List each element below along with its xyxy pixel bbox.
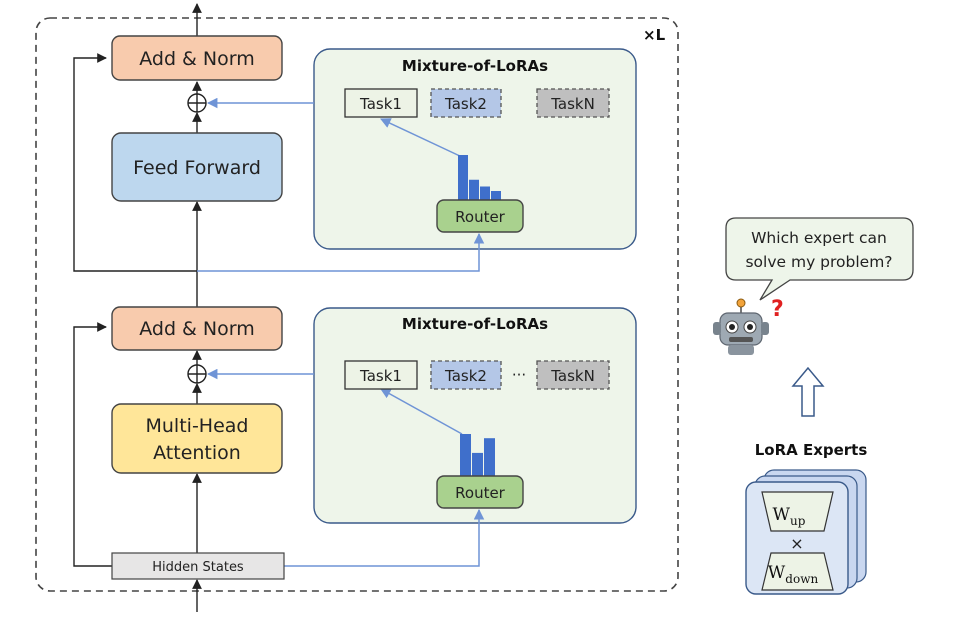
router-weight-bar	[458, 155, 468, 200]
mol-bottom-ellipsis: ···	[512, 366, 526, 384]
router-weight-bar	[491, 191, 501, 200]
residual-bottom	[73, 322, 112, 567]
attention-label-line2: Attention	[153, 442, 241, 464]
w-down-trapezoid	[761, 552, 834, 591]
mol-top-taskn	[536, 88, 610, 118]
hidden-states-label: Hidden States	[152, 560, 244, 575]
attention-label-line1: Multi-Head	[146, 415, 249, 437]
router-bottom	[436, 475, 524, 509]
lora-experts-title: LoRA Experts	[755, 441, 868, 459]
speech-bubble	[725, 217, 914, 301]
router-weight-bar	[472, 452, 483, 476]
residual-top	[73, 53, 197, 272]
router-top	[436, 199, 524, 233]
router-weight-bar	[460, 434, 471, 476]
speech-line2: solve my problem?	[745, 253, 892, 271]
repeat-count-label: ×L	[643, 26, 666, 44]
mol-top-title: Mixture-of-LoRAs	[402, 57, 548, 75]
mol-bottom-task2	[430, 360, 502, 390]
mol-bottom-title: Mixture-of-LoRAs	[402, 315, 548, 333]
blue-hidden-to-router-bottom	[284, 508, 485, 567]
mol-top-task1-label: Task1	[359, 95, 402, 113]
router-weight-bar	[480, 186, 490, 200]
w-up-label: Wup	[773, 505, 806, 528]
plus-icon	[187, 93, 207, 113]
mol-top-task2	[430, 88, 502, 118]
router-top-label: Router	[455, 208, 506, 226]
question-mark: ?	[771, 297, 784, 322]
w-down-label: Wdown	[768, 563, 819, 586]
feed-forward-label: Feed Forward	[133, 157, 261, 179]
mol-bottom-task1	[344, 360, 418, 390]
mol-bottom-task1-label: Task1	[359, 367, 402, 385]
add-norm-top-label: Add & Norm	[139, 48, 255, 70]
mol-top-task2-label: Task2	[444, 95, 487, 113]
router-weight-bar	[469, 179, 479, 200]
mol-bottom-taskn	[536, 360, 610, 390]
router-weight-bars-bottom	[460, 434, 495, 476]
speech-line1: Which expert can	[751, 229, 887, 247]
mol-top-taskn-label: TaskN	[550, 95, 595, 113]
blue-router-top-to-task1	[380, 118, 463, 158]
mol-bottom-taskn-label: TaskN	[550, 367, 595, 385]
blue-router-bottom-to-task1	[380, 388, 463, 435]
add-norm-top-block	[111, 35, 283, 81]
feed-forward-block	[111, 132, 283, 202]
hidden-states-block	[111, 552, 285, 580]
w-up-trapezoid	[761, 491, 834, 532]
router-weight-bar	[484, 438, 495, 476]
robot-icon	[713, 298, 769, 355]
hollow-up-arrow	[791, 366, 825, 417]
times-symbol: ×	[790, 534, 803, 553]
router-weight-bars-top	[458, 155, 501, 200]
mol-top-task1	[344, 88, 418, 118]
repeated-layer-frame	[35, 17, 679, 592]
multi-head-attention-block	[111, 403, 283, 474]
add-norm-bottom-label: Add & Norm	[139, 318, 255, 340]
mol-bottom-task2-label: Task2	[444, 367, 487, 385]
blue-input-to-router-top	[197, 232, 485, 272]
add-norm-bottom-block	[111, 306, 283, 351]
router-bottom-label: Router	[455, 484, 506, 502]
plus-icon	[187, 364, 207, 384]
